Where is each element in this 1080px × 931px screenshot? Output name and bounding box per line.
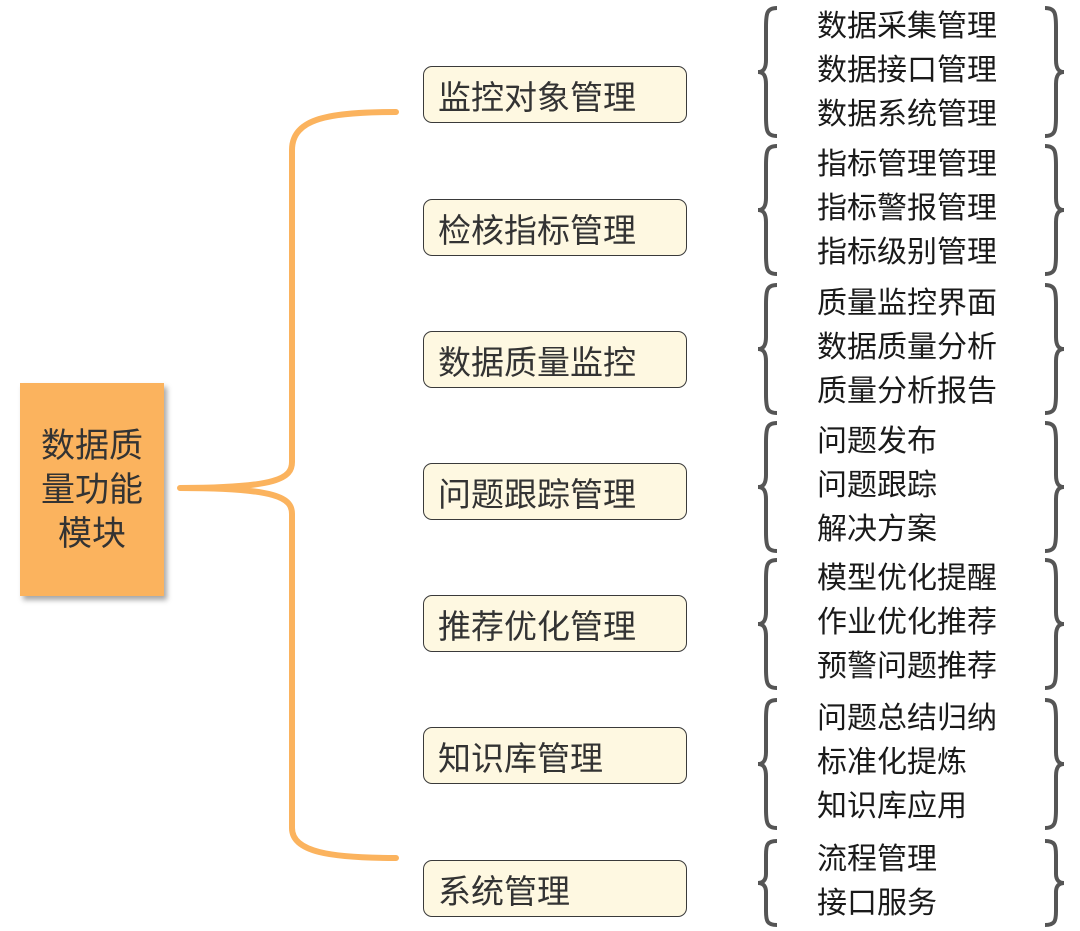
right-brace-icon: [1044, 283, 1065, 415]
sub-item: 预警问题推荐: [817, 649, 997, 684]
sub-item: 质量分析报告: [817, 374, 997, 409]
sub-item: 数据采集管理: [817, 9, 997, 44]
sub-item: 接口服务: [817, 886, 937, 921]
left-brace-icon: [757, 144, 778, 276]
sub-item: 指标警报管理: [817, 191, 997, 226]
sub-item-group-1: 数据采集管理 数据接口管理 数据系统管理: [755, 5, 1070, 139]
left-brace-icon: [757, 283, 778, 415]
left-brace-icon: [757, 558, 778, 690]
right-brace-icon: [1044, 558, 1065, 690]
left-brace-icon: [757, 6, 778, 138]
sub-item: 数据系统管理: [817, 97, 997, 132]
right-brace-icon: [1044, 421, 1065, 553]
root-node-label: 数据质量功能模块: [41, 425, 143, 554]
sub-item-group-3: 质量监控界面 数据质量分析 质量分析报告: [755, 282, 1070, 416]
root-node: 数据质量功能模块: [20, 383, 164, 596]
sub-item: 问题跟踪: [817, 468, 937, 503]
left-brace-icon: [757, 839, 778, 927]
sub-item: 模型优化提醒: [817, 561, 997, 596]
sub-item: 指标管理管理: [817, 147, 997, 182]
right-brace-icon: [1044, 144, 1065, 276]
module-node-5: 推荐优化管理: [423, 595, 687, 652]
module-node-1: 监控对象管理: [423, 66, 687, 123]
sub-item: 数据质量分析: [817, 330, 997, 365]
module-label: 知识库管理: [438, 738, 603, 778]
right-brace-icon: [1044, 839, 1065, 927]
module-label: 问题跟踪管理: [438, 474, 636, 514]
sub-item: 质量监控界面: [817, 286, 997, 321]
sub-item: 标准化提炼: [817, 745, 967, 780]
module-node-2: 检核指标管理: [423, 199, 687, 256]
module-node-4: 问题跟踪管理: [423, 463, 687, 520]
module-node-3: 数据质量监控: [423, 331, 687, 388]
module-label: 检核指标管理: [438, 210, 636, 250]
sub-item: 问题总结归纳: [817, 701, 997, 736]
sub-item: 流程管理: [817, 842, 937, 877]
module-label: 系统管理: [438, 871, 570, 911]
module-node-6: 知识库管理: [423, 727, 687, 784]
sub-item: 问题发布: [817, 424, 937, 459]
sub-item: 解决方案: [817, 512, 937, 547]
module-node-7: 系统管理: [423, 860, 687, 917]
sub-item: 知识库应用: [817, 789, 967, 824]
sub-item: 作业优化推荐: [817, 605, 997, 640]
right-brace-icon: [1044, 6, 1065, 138]
main-brace-connector: [177, 109, 399, 861]
sub-item-group-5: 模型优化提醒 作业优化推荐 预警问题推荐: [755, 557, 1070, 691]
right-brace-icon: [1044, 698, 1065, 830]
sub-item: 指标级别管理: [817, 235, 997, 270]
module-label: 推荐优化管理: [438, 606, 636, 646]
sub-item: 数据接口管理: [817, 53, 997, 88]
module-label: 数据质量监控: [438, 342, 636, 382]
sub-item-group-4: 问题发布 问题跟踪 解决方案: [755, 420, 1070, 554]
sub-item-group-2: 指标管理管理 指标警报管理 指标级别管理: [755, 143, 1070, 277]
left-brace-icon: [757, 421, 778, 553]
left-brace-icon: [757, 698, 778, 830]
sub-item-group-6: 问题总结归纳 标准化提炼 知识库应用: [755, 697, 1070, 831]
sub-item-group-7: 流程管理 接口服务: [755, 838, 1070, 928]
module-label: 监控对象管理: [438, 77, 636, 117]
